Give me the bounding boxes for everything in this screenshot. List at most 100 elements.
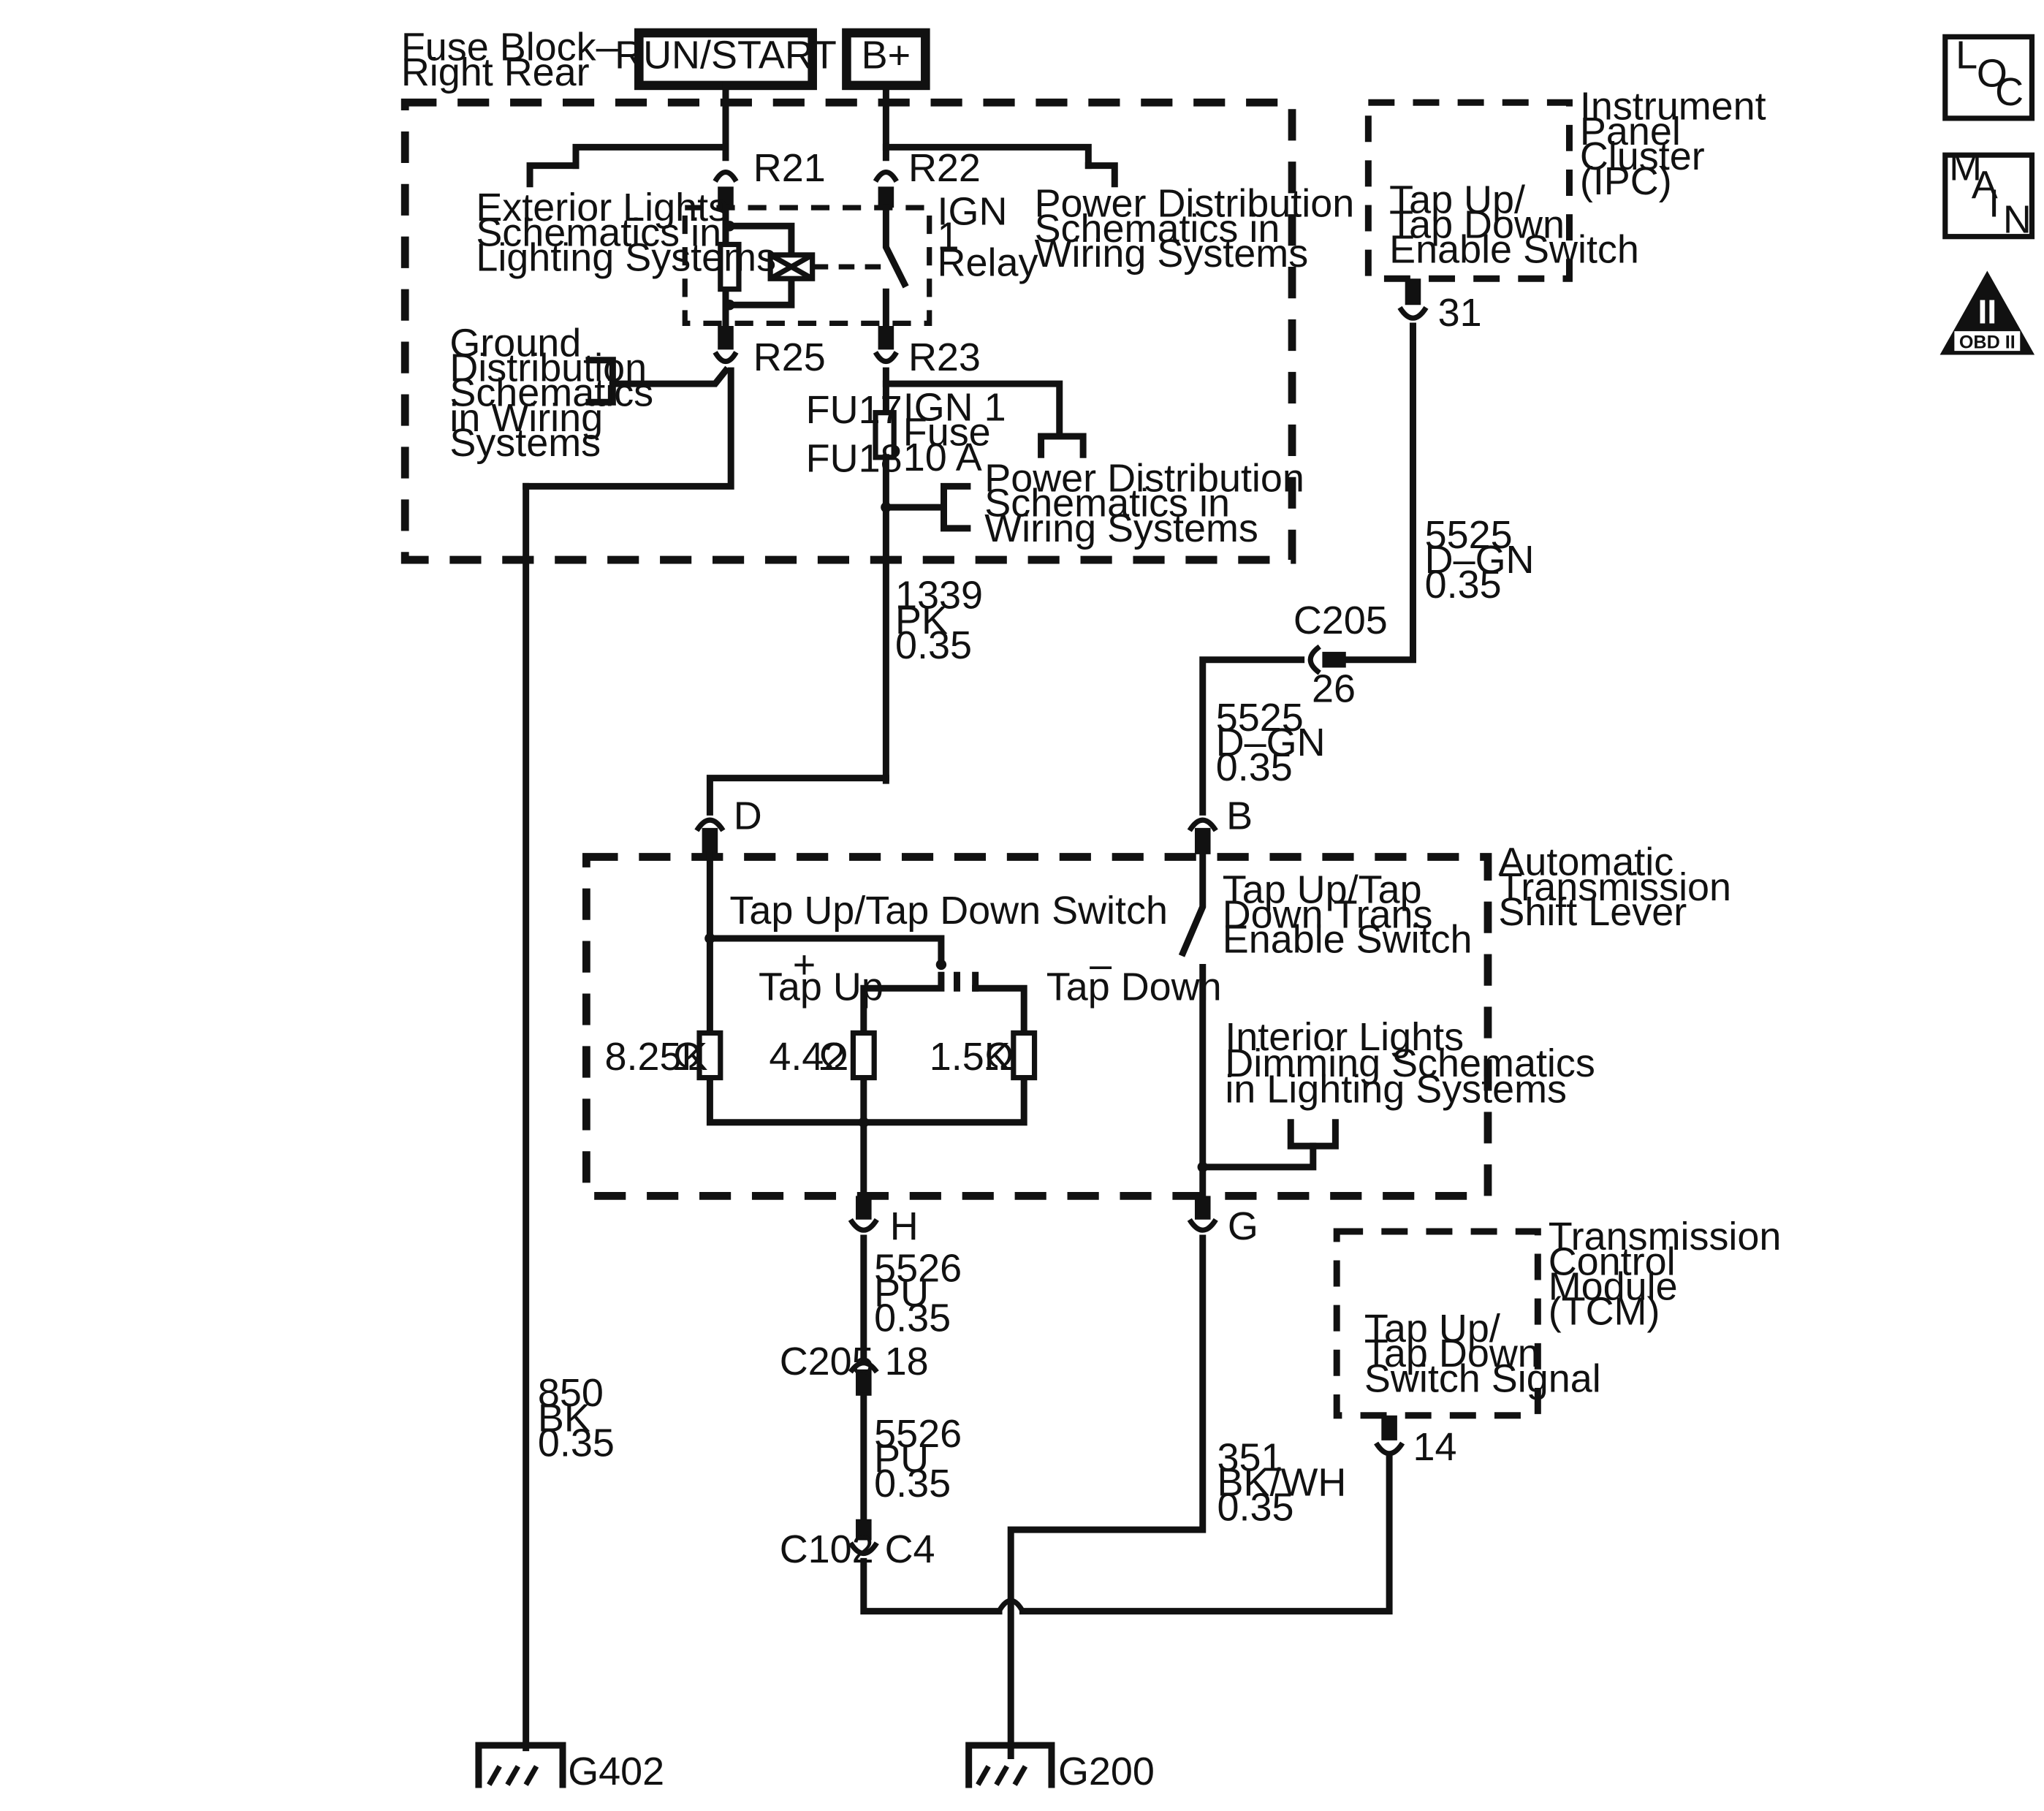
r23-label: R23: [908, 335, 981, 379]
bplus-source: B+: [842, 28, 930, 91]
wire-351-label: 351 BK/WH 0.35: [1217, 1435, 1347, 1529]
c205-top-connector: [1307, 644, 1322, 675]
tcm-pin-label: 14: [1413, 1425, 1456, 1469]
pin-d-label: D: [734, 794, 762, 838]
svg-text:Schematics in: Schematics in: [476, 210, 721, 254]
run-start-source: RUN/START: [615, 28, 837, 91]
power-dist-top-branch: [882, 143, 1092, 170]
svg-text:L: L: [1956, 34, 1977, 77]
svg-text:1339: 1339: [895, 574, 983, 618]
g402-hatch: [487, 1765, 539, 1786]
resistor-4-42-label: 4.42: [769, 1035, 846, 1079]
wire-5526-to-tcm: [860, 1455, 1393, 1615]
ipc-title-2: Panel: [1580, 110, 1681, 153]
shift-lever-title-3: Shift Lever: [1498, 890, 1687, 934]
svg-text:C: C: [1995, 70, 2024, 114]
interior-lights-branch: [1199, 1142, 1317, 1171]
switch-common: [706, 935, 945, 965]
c102-pin-label: C4: [885, 1527, 935, 1571]
ipc-function-2: Tap Down: [1389, 202, 1565, 246]
fuse-block-title-2: Right Rear: [401, 50, 590, 94]
svg-text:5526: 5526: [874, 1246, 962, 1290]
loc-icon[interactable]: L O C: [1942, 34, 2035, 121]
wire-1339: [706, 775, 889, 816]
wire-5525-mid-label: 5525 D–GN 0.35: [1216, 696, 1326, 789]
svg-text:N: N: [2003, 197, 2032, 241]
exterior-lights-bracket: [526, 162, 580, 188]
ipc-title-1: Instrument: [1580, 85, 1766, 129]
fuse-block-outline: [400, 98, 1296, 564]
tcm-outline: [1333, 1228, 1541, 1419]
c205-top-label: C205: [1293, 599, 1388, 642]
ipc-outline: [1364, 99, 1573, 282]
svg-text:BK: BK: [538, 1396, 590, 1440]
svg-text:Lighting Systems: Lighting Systems: [476, 235, 776, 279]
wire-5525-shift: [1199, 656, 1305, 816]
c205-mid-label: C205: [780, 1340, 874, 1383]
obd-ii-icon[interactable]: II OBD II: [1939, 270, 2035, 355]
ref-power-distribution-bottom: Power Distribution Schematics in Wiring …: [984, 457, 1304, 550]
svg-text:in Wiring: in Wiring: [449, 396, 603, 440]
wire-5525-ipc: [1340, 322, 1416, 664]
svg-text:Schematics in: Schematics in: [1035, 207, 1280, 251]
pin-b-label: B: [1226, 794, 1253, 838]
g200-label: G200: [1058, 1750, 1155, 1793]
svg-text:Exterior Lights: Exterior Lights: [476, 186, 728, 229]
ipc-function-3: Enable Switch: [1389, 228, 1639, 272]
svg-text:PU: PU: [874, 1271, 929, 1315]
c205-mid-connector: [848, 1360, 879, 1374]
fu17-label: FU17: [806, 388, 903, 432]
relay-coil-x: [769, 252, 814, 281]
fuse-label-1: IGN 1: [903, 385, 1006, 429]
r25-connector: [713, 351, 739, 365]
ipc-title-3: Cluster: [1580, 134, 1705, 178]
c102-label: C102: [780, 1527, 874, 1571]
ground-g402: G402: [475, 1742, 664, 1793]
resistor-node: [858, 1117, 870, 1128]
resistor-4-42: [850, 1030, 877, 1081]
interior-lights-ref-1: Interior Lights: [1225, 1015, 1464, 1059]
exterior-lights-branch: [572, 143, 729, 170]
svg-text:850: 850: [538, 1371, 604, 1415]
wire-5525-top-label: 5525 D–GN 0.35: [1425, 513, 1535, 607]
pin-h-label: H: [890, 1204, 919, 1248]
shift-lever-title-1: Automatic: [1498, 840, 1673, 884]
svg-text:Schematics in: Schematics in: [984, 482, 1230, 525]
ipc-function-1: Tap Up/: [1389, 178, 1525, 221]
svg-text:Distribution: Distribution: [449, 346, 647, 390]
shift-lever-outline: [582, 853, 1492, 1200]
main-icon[interactable]: M A I N: [1942, 145, 2035, 241]
wire-351: [1007, 1234, 1207, 1759]
r21-connector: [713, 170, 739, 183]
tcm-function-3: Switch Signal: [1364, 1356, 1601, 1400]
svg-text:0.35: 0.35: [538, 1421, 615, 1465]
ref-power-distribution-top: Power Distribution Schematics in Wiring …: [1035, 182, 1355, 276]
resistor-1-5k-label: 1.5K: [930, 1035, 1011, 1079]
r22-connector: [873, 170, 899, 183]
ipc-title-4: (IPC): [1580, 159, 1672, 203]
svg-text:0.35: 0.35: [1216, 745, 1293, 789]
r22-label: R22: [908, 146, 981, 190]
ipc-connector: [1397, 305, 1429, 321]
ign1-relay-outline: [682, 205, 932, 326]
tap-up-plus: +: [793, 943, 816, 987]
svg-text:Power Distribution: Power Distribution: [1035, 182, 1355, 226]
tcm-function-1: Tap Up/: [1364, 1307, 1500, 1351]
fuse-block-title-1: Fuse Block–: [401, 26, 618, 69]
fuse-block: Fuse Block– Right Rear R21 R22 IGN 1 Rel…: [400, 26, 1355, 784]
svg-text:0.35: 0.35: [874, 1462, 951, 1506]
run-start-label: RUN/START: [615, 34, 837, 77]
wire-850-label: 850 BK 0.35: [538, 1371, 615, 1465]
svg-text:Schematics: Schematics: [449, 371, 653, 415]
g402-label: G402: [568, 1750, 664, 1793]
svg-text:0.35: 0.35: [874, 1296, 951, 1340]
resistor-8-25k-label: 8.25K: [605, 1035, 708, 1079]
relay-contact: [882, 204, 909, 330]
svg-text:Power Distribution: Power Distribution: [984, 457, 1304, 501]
g402-feed: [523, 367, 734, 490]
tcm-title-4: (TCM): [1549, 1290, 1660, 1334]
resistor-1-5k: [1011, 1030, 1038, 1081]
resistor-8-25k: [696, 1030, 723, 1081]
ohm-symbol-2: Ω: [819, 1035, 848, 1079]
